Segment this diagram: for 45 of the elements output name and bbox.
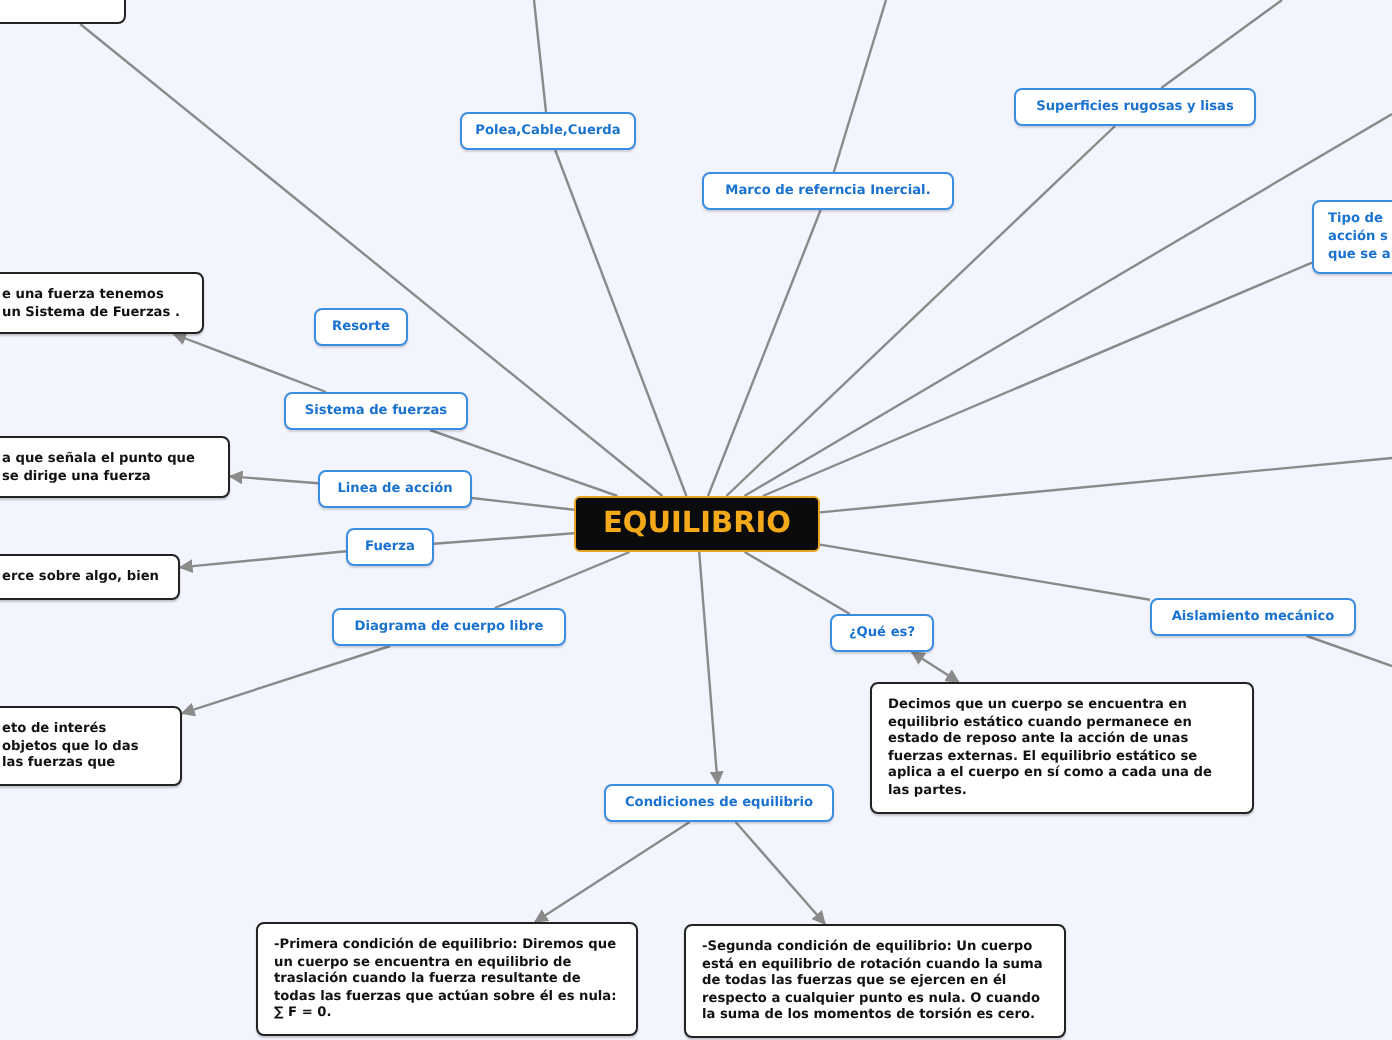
arrow: [178, 550, 347, 574]
connector-line: [744, 550, 851, 616]
topic-box: [284, 392, 468, 430]
connector-line: [1160, 0, 1283, 89]
topic-box: [1150, 598, 1356, 636]
arrow: [533, 821, 691, 923]
connector-line: [762, 261, 1313, 498]
topic-box: [314, 308, 408, 346]
note-box: [256, 922, 638, 1036]
connector-line: [494, 550, 631, 610]
topic-box: [346, 528, 434, 566]
arrow: [228, 470, 319, 485]
arrow: [910, 651, 960, 683]
central-topic: EQUILIBRIO: [601, 506, 793, 542]
connector-line: [532, 0, 548, 113]
connector-line: [79, 23, 664, 497]
topic-box: [460, 112, 636, 150]
note-box: [684, 924, 1066, 1038]
arrow: [734, 821, 826, 926]
topic-box: [702, 172, 954, 210]
connector-line: [706, 209, 822, 497]
note-box: [0, 436, 230, 499]
connector-line: [1306, 634, 1392, 668]
connector-line: [819, 456, 1392, 514]
topic-box: [604, 784, 834, 822]
arrow: [172, 331, 327, 394]
topic-box: [318, 470, 472, 508]
note-box: [0, 554, 180, 600]
connector-line: [554, 149, 688, 497]
arrow: [698, 551, 724, 786]
connector-line: [471, 496, 575, 511]
connector-line: [819, 543, 1151, 601]
topic-box: [1014, 88, 1256, 126]
connector-line: [832, 0, 888, 173]
note-box: [0, 706, 182, 786]
arrow: [180, 644, 391, 717]
connector-line: [725, 125, 1116, 497]
connector-line: [429, 428, 618, 498]
central-topic-box: [574, 496, 820, 552]
topic-box: [332, 608, 566, 646]
connector-line: [743, 112, 1392, 498]
note-box: [870, 682, 1254, 814]
connector-line: [433, 532, 575, 545]
topic-box: [830, 614, 934, 652]
note-box: [0, 272, 204, 335]
